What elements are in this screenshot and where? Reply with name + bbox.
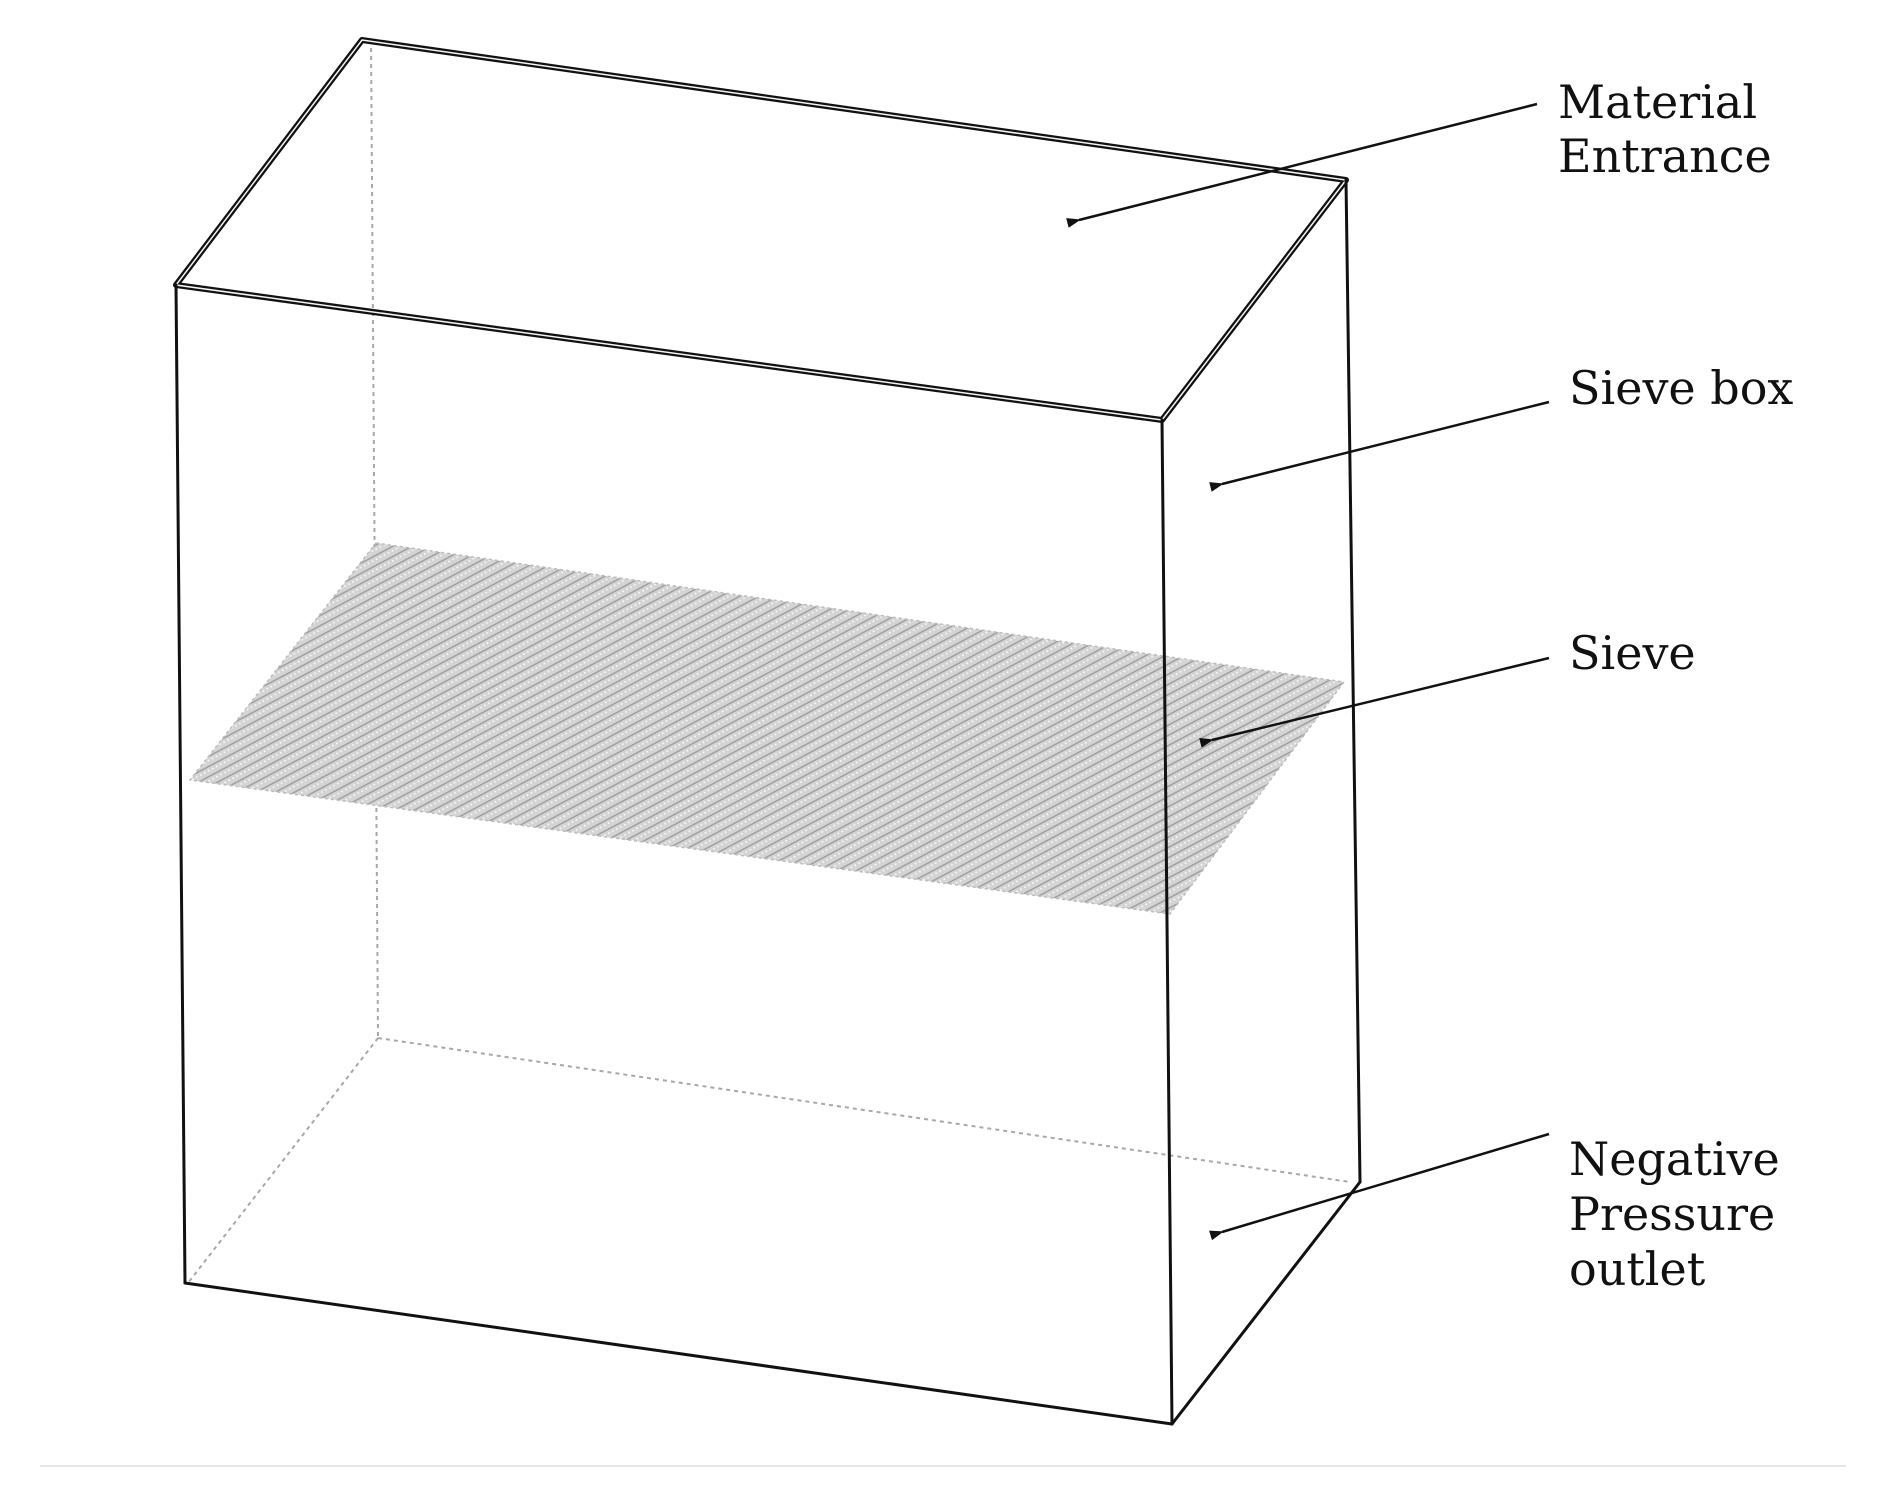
sieve-outline bbox=[188, 542, 1346, 915]
front-right-edge bbox=[1160, 418, 1174, 1426]
back-bottom-edge bbox=[377, 1037, 1351, 1183]
label-material-entrance-line1: Material bbox=[1558, 75, 1757, 129]
front-bottom-edge bbox=[183, 1281, 1174, 1426]
sieve-mesh bbox=[190, 543, 1344, 914]
arrow-material-entrance bbox=[1066, 102, 1538, 228]
label-negative-pressure-line2: Pressure bbox=[1569, 1187, 1775, 1241]
arrow-negative-pressure-outlet bbox=[1209, 1132, 1550, 1241]
label-sieve-box: Sieve box bbox=[1569, 361, 1793, 415]
left-bottom-depth-edge bbox=[187, 1037, 379, 1284]
leader-arrows bbox=[1066, 102, 1550, 1241]
arrow-sieve-box bbox=[1209, 400, 1550, 492]
label-negative-pressure-line3: outlet bbox=[1569, 1242, 1706, 1296]
label-sieve: Sieve bbox=[1569, 626, 1696, 680]
back-right-edge bbox=[1344, 178, 1362, 1184]
label-material-entrance-line2: Entrance bbox=[1558, 129, 1772, 183]
sieve-box bbox=[173, 37, 1362, 1426]
label-negative-pressure-line1: Negative bbox=[1569, 1132, 1780, 1186]
sieve-plane bbox=[188, 542, 1346, 915]
back-left-vertical-edge bbox=[370, 39, 379, 1039]
hidden-edges bbox=[187, 39, 1351, 1284]
right-bottom-depth-edge bbox=[1170, 1180, 1362, 1426]
arrow-sieve bbox=[1199, 656, 1550, 748]
front-left-edge bbox=[174, 283, 187, 1285]
